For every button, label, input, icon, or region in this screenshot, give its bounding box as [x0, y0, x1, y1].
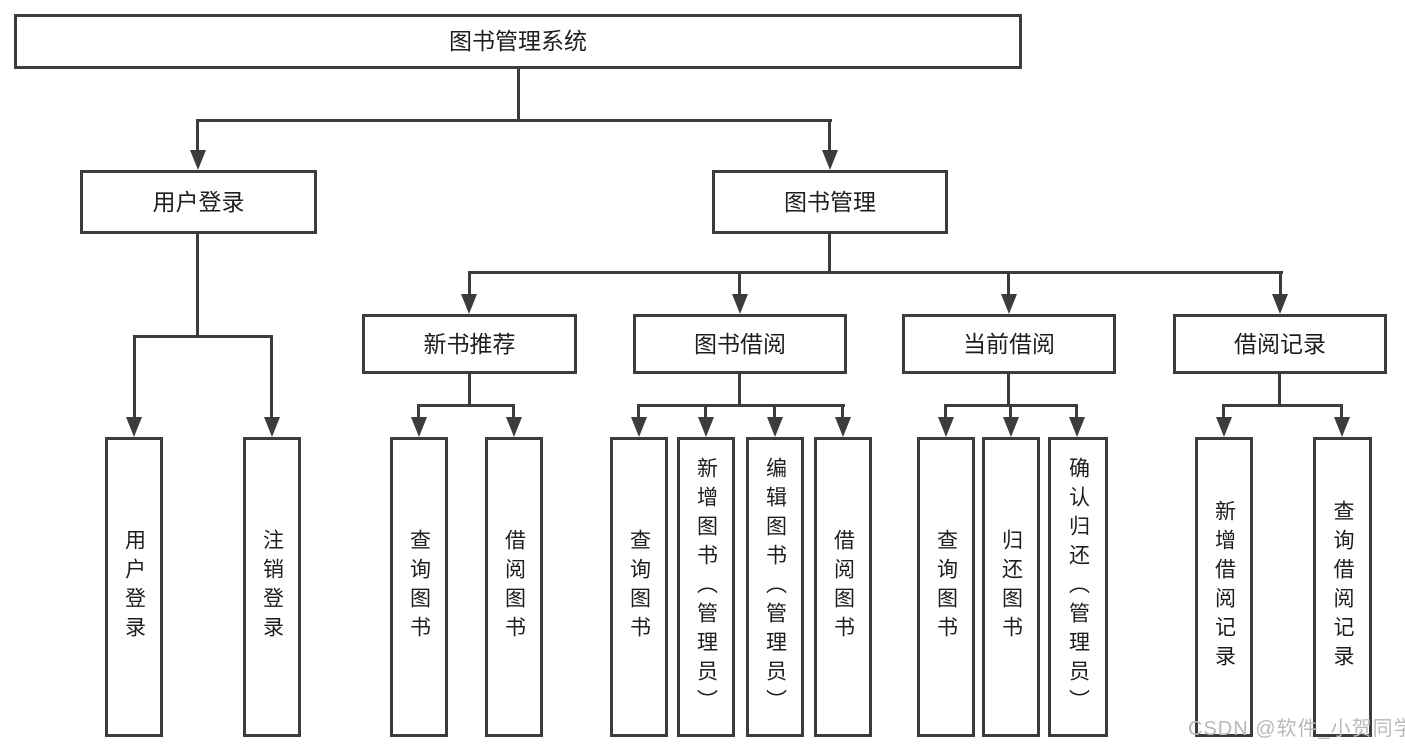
arrowhead-borrow-record: [1272, 294, 1288, 314]
leaf-cb-query-books-label: 查询图书: [934, 529, 958, 645]
connector-drop-logout-leaf: [270, 335, 273, 420]
leaf-br-add-record: 新增借阅记录: [1195, 437, 1253, 737]
arrowhead-logout-leaf: [264, 417, 280, 437]
connector-drop-bb-borrow: [841, 404, 844, 420]
connector-drop-nb-query: [417, 404, 420, 420]
node-new-book-recommend: 新书推荐: [362, 314, 577, 374]
node-user-login: 用户登录: [80, 170, 317, 234]
node-book-management: 图书管理: [712, 170, 948, 234]
node-user-login-label: 用户登录: [152, 188, 245, 215]
leaf-br-query-record: 查询借阅记录: [1313, 437, 1372, 737]
leaf-bb-borrow-books: 借阅图书: [814, 437, 872, 737]
node-borrow-record-label: 借阅记录: [1234, 330, 1326, 357]
arrowhead-nb-borrow: [506, 417, 522, 437]
arrowhead-current-borrow: [1001, 294, 1017, 314]
leaf-logout: 注销登录: [243, 437, 301, 737]
connector-current-borrow-trunk: [1007, 374, 1010, 407]
node-root-label: 图书管理系统: [449, 28, 587, 54]
leaf-nb-borrow-books: 借阅图书: [485, 437, 543, 737]
connector-drop-login-leaf: [133, 335, 136, 420]
connector-book-borrow-trunk: [738, 374, 741, 407]
arrowhead-book-borrow: [732, 294, 748, 314]
arrowhead-cb-query: [938, 417, 954, 437]
leaf-logout-label: 注销登录: [260, 529, 284, 645]
connector-book-management-trunk: [828, 234, 831, 273]
node-current-borrow-label: 当前借阅: [963, 330, 1055, 357]
node-book-borrow-label: 图书借阅: [694, 330, 786, 357]
leaf-bb-query-books-label: 查询图书: [627, 529, 651, 645]
leaf-cb-return-books-label: 归还图书: [999, 529, 1023, 645]
connector-drop-borrow-record: [1279, 271, 1282, 298]
node-root: 图书管理系统: [14, 14, 1022, 69]
arrowhead-nb-query: [411, 417, 427, 437]
connector-drop-cb-query: [944, 404, 947, 420]
csdn-watermark: CSDN @软件_小贺同学: [1188, 718, 1405, 740]
connector-drop-new-book-recommend: [468, 271, 471, 298]
leaf-bb-add-books-admin-label: 新增图书（管理员）: [694, 456, 718, 718]
connector-drop-user-login: [196, 119, 199, 155]
leaf-cb-confirm-return-admin: 确认归还（管理员）: [1048, 437, 1108, 737]
arrowhead-book-management: [822, 150, 838, 170]
leaf-nb-query-books: 查询图书: [390, 437, 448, 737]
arrowhead-new-book-recommend: [461, 294, 477, 314]
arrowhead-br-query: [1334, 417, 1350, 437]
connector-new-book-trunk: [468, 374, 471, 407]
connector-drop-br-add: [1222, 404, 1225, 420]
node-current-borrow: 当前借阅: [902, 314, 1116, 374]
connector-borrow-record-trunk: [1278, 374, 1281, 407]
connector-drop-cb-confirm: [1075, 404, 1078, 420]
connector-drop-book-management: [828, 119, 831, 155]
connector-user-login-trunk: [196, 234, 199, 337]
node-book-management-label: 图书管理: [784, 188, 876, 215]
connector-drop-br-query: [1340, 404, 1343, 420]
connector-drop-nb-borrow: [512, 404, 515, 420]
leaf-cb-return-books: 归还图书: [982, 437, 1040, 737]
leaf-bb-edit-books-admin-label: 编辑图书（管理员）: [763, 456, 787, 718]
leaf-nb-query-books-label: 查询图书: [407, 529, 431, 645]
connector-drop-bb-add: [704, 404, 707, 420]
leaf-user-login-label: 用户登录: [122, 529, 146, 645]
leaf-br-query-record-label: 查询借阅记录: [1331, 500, 1354, 674]
connector-drop-book-borrow: [738, 271, 741, 298]
arrowhead-cb-return: [1003, 417, 1019, 437]
arrowhead-bb-edit: [767, 417, 783, 437]
connector-book-borrow-branch: [638, 404, 845, 407]
connector-drop-current-borrow: [1007, 271, 1010, 298]
connector-user-login-branch: [133, 335, 273, 338]
arrowhead-bb-borrow: [835, 417, 851, 437]
connector-new-book-branch: [418, 404, 515, 407]
connector-drop-bb-edit: [773, 404, 776, 420]
arrowhead-bb-query: [631, 417, 647, 437]
arrowhead-login-leaf: [126, 417, 142, 437]
connector-root-trunk: [517, 67, 520, 121]
connector-borrow-record-branch: [1224, 404, 1343, 407]
connector-book-management-branch: [468, 271, 1283, 274]
leaf-br-add-record-label: 新增借阅记录: [1212, 500, 1236, 674]
leaf-bb-edit-books-admin: 编辑图书（管理员）: [746, 437, 804, 737]
leaf-bb-query-books: 查询图书: [610, 437, 668, 737]
node-borrow-record: 借阅记录: [1173, 314, 1387, 374]
arrowhead-bb-add: [698, 417, 714, 437]
arrowhead-cb-confirm: [1069, 417, 1085, 437]
leaf-cb-query-books: 查询图书: [917, 437, 975, 737]
leaf-bb-add-books-admin: 新增图书（管理员）: [677, 437, 735, 737]
leaf-nb-borrow-books-label: 借阅图书: [502, 529, 526, 645]
leaf-bb-borrow-books-label: 借阅图书: [831, 529, 855, 645]
arrowhead-user-login: [190, 150, 206, 170]
leaf-user-login: 用户登录: [105, 437, 163, 737]
connector-drop-cb-return: [1009, 404, 1012, 420]
connector-drop-bb-query: [637, 404, 640, 420]
leaf-cb-confirm-return-admin-label: 确认归还（管理员）: [1066, 456, 1090, 718]
connector-root-branch: [196, 119, 832, 122]
arrowhead-br-add: [1216, 417, 1232, 437]
node-new-book-recommend-label: 新书推荐: [423, 330, 516, 357]
node-book-borrow: 图书借阅: [633, 314, 847, 374]
